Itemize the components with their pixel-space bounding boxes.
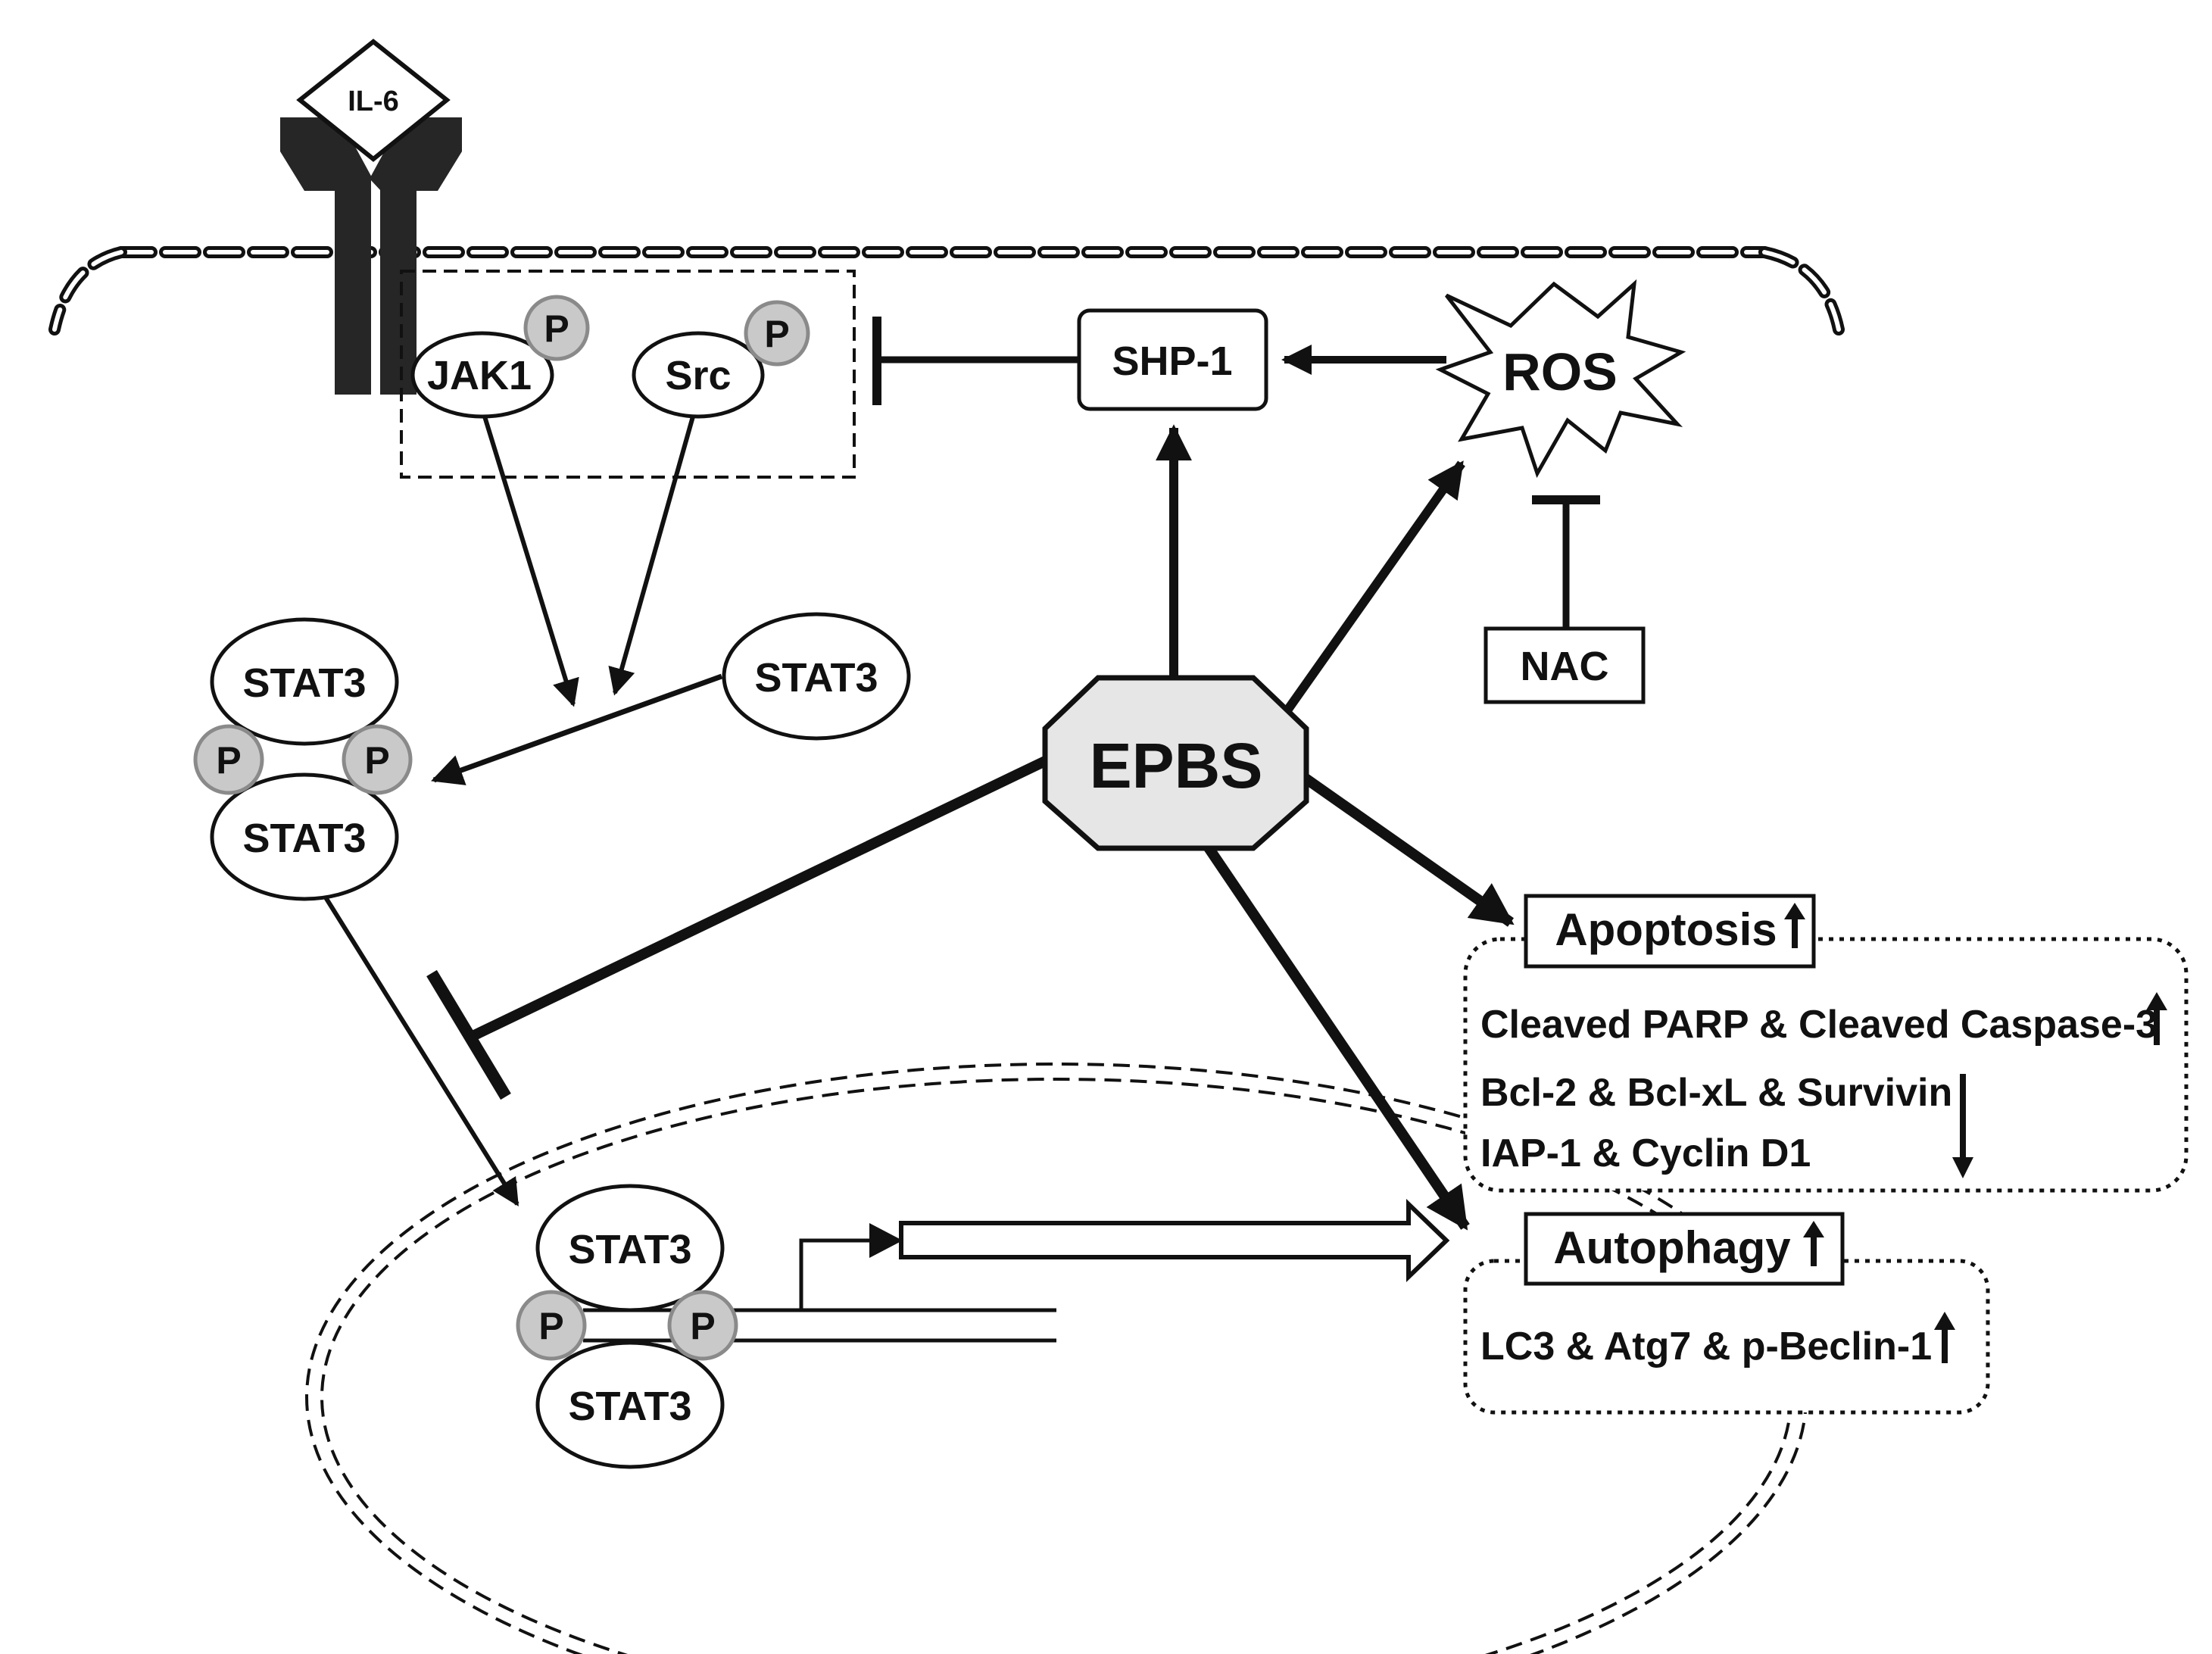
epbs-inhibits-translocation	[426, 756, 1048, 1100]
stat3-dimerization-arrow	[431, 673, 723, 785]
autophagy-title: Autophagy	[1553, 1222, 1791, 1273]
arrow-up-icon	[1803, 1221, 1824, 1266]
apoptosis-line3: IAP-1 & Cyclin D1	[1480, 1131, 1811, 1175]
epbs-to-ros-arrow	[1280, 460, 1465, 719]
apoptosis-title: Apoptosis	[1555, 904, 1777, 955]
stat3-dimer-cytoplasm: STAT3 STAT3 P P	[193, 617, 413, 901]
ros-node: ROS	[1435, 279, 1686, 479]
il6-label: IL-6	[348, 86, 399, 117]
ros-label: ROS	[1502, 342, 1618, 401]
il6-receptor	[280, 117, 462, 395]
src-phospho-label: P	[764, 313, 789, 355]
stat3-translocation-arrow	[323, 896, 519, 1207]
jak1-node: JAK1 P	[410, 295, 590, 419]
il6-ligand: IL-6	[296, 39, 451, 162]
epbs-node: EPBS	[1042, 675, 1309, 851]
nuclear-phospho-right-label: P	[690, 1305, 715, 1347]
src-to-stat3-arrow	[608, 416, 695, 696]
nac-node: NAC	[1484, 626, 1646, 704]
jak1-label: JAK1	[427, 353, 532, 398]
stat3-phospho-left-label: P	[216, 739, 241, 782]
kinase-complex-box	[400, 270, 856, 479]
jak1-to-stat3-arrow	[482, 416, 579, 707]
src-node: Src P	[632, 300, 810, 419]
arrow-up-icon	[2146, 992, 2167, 1045]
src-label: Src	[665, 353, 731, 398]
transcription-start-arrow	[799, 1223, 903, 1310]
stat3-monomer: STAT3	[722, 612, 911, 741]
epbs-to-autophagy-arrow	[1203, 844, 1470, 1231]
nac-inhibition	[1532, 495, 1600, 629]
autophagy-line1: LC3 & Atg7 & p-Beclin-1	[1480, 1325, 1932, 1368]
nac-label: NAC	[1521, 644, 1609, 689]
nuclear-stat3-bottom-label: STAT3	[568, 1384, 691, 1429]
shp1-inhibition	[872, 317, 1079, 405]
arrow-up-icon	[1934, 1312, 1955, 1363]
stat3-phospho-right-label: P	[364, 739, 389, 782]
arrow-down-icon	[1952, 1074, 1973, 1178]
apoptosis-line2: Bcl-2 & Bcl-xL & Survivin	[1480, 1071, 1952, 1115]
stat3-bottom-label: STAT3	[242, 816, 366, 861]
apoptosis-line1: Cleaved PARP & Cleaved Caspase-3	[1480, 1003, 2157, 1047]
stat3-top-label: STAT3	[242, 660, 366, 706]
stat3-dimer-nucleus: STAT3 STAT3 P P	[516, 1184, 1056, 1469]
shp1-node: SHP-1	[1077, 308, 1268, 411]
gene-expression-arrow	[899, 1198, 1450, 1283]
nuclear-phospho-left-label: P	[538, 1305, 563, 1347]
autophagy-panel: Autophagy LC3 & Atg7 & p-Beclin-1	[1463, 1212, 1990, 1415]
arrow-up-icon	[1784, 903, 1805, 948]
jak1-phospho-label: P	[544, 307, 569, 350]
nuclear-stat3-top-label: STAT3	[568, 1227, 691, 1272]
shp1-label: SHP-1	[1112, 339, 1232, 384]
epbs-label: EPBS	[1090, 730, 1263, 801]
stat3-monomer-label: STAT3	[754, 655, 878, 701]
epbs-to-apoptosis-arrow	[1299, 772, 1515, 927]
apoptosis-panel: Apoptosis Cleaved PARP & Cleaved Caspase…	[1463, 894, 2189, 1193]
